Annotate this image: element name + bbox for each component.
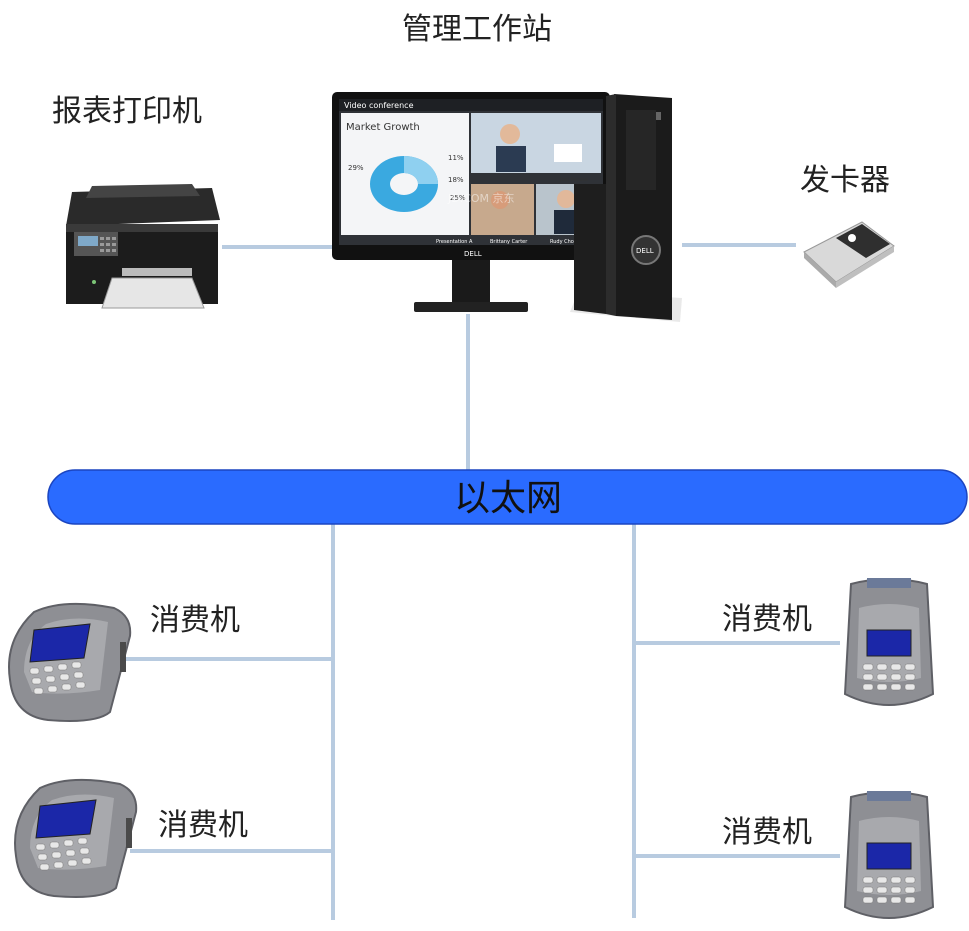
pos-terminal-icon-left-upper <box>4 600 134 722</box>
terminal-label-left-upper: 消费机 <box>150 595 240 639</box>
screen-pct-2: 29% <box>348 164 364 172</box>
terminal-label-right-upper: 消费机 <box>722 594 812 638</box>
printer-label: 报表打印机 <box>52 86 202 130</box>
screen-app-title: Video conference <box>344 101 414 110</box>
pos-terminal-icon-left-lower <box>10 776 140 898</box>
screen-pct-3: 18% <box>448 176 464 184</box>
terminal-label-right-lower: 消费机 <box>722 807 812 851</box>
screen-caption-2: Presentation A <box>436 239 473 245</box>
screen-pct-1: 11% <box>448 154 464 162</box>
pos-terminal-icon-right-upper <box>843 574 935 714</box>
tower-logo: DELL <box>636 247 654 255</box>
ethernet-label: 以太网 <box>454 478 562 519</box>
desktop-tower-icon: DELL <box>570 92 682 322</box>
screen-watermark: JD.COM 京东 <box>447 191 515 205</box>
screen-chart-title: Market Growth <box>346 122 420 133</box>
card-issuer-icon <box>800 218 896 288</box>
diagram-title: 管理工作站 <box>402 4 552 48</box>
monitor-brand: DELL <box>464 250 482 258</box>
card-issuer-label: 发卡器 <box>800 155 890 199</box>
terminal-label-left-lower: 消费机 <box>158 800 248 844</box>
screen-caption-3: Brittany Carter <box>490 239 528 245</box>
pos-terminal-icon-right-lower <box>843 787 935 927</box>
printer-icon <box>62 182 224 312</box>
